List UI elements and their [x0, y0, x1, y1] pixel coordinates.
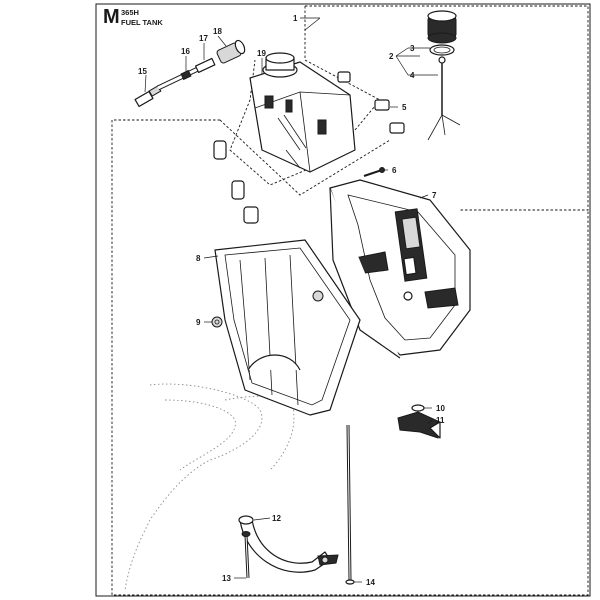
callout-1: 1	[293, 14, 298, 23]
callout-17: 17	[199, 34, 208, 43]
ghost-frame-outline	[124, 383, 263, 591]
callout-16: 16	[181, 47, 190, 56]
callout-18: 18	[213, 27, 222, 36]
model-number: 365H	[121, 8, 139, 17]
part-14-long-bolt	[345, 424, 355, 585]
part-19-fuel-tank	[249, 52, 356, 173]
callout-10: 10	[436, 404, 445, 413]
part-18-filter	[216, 39, 246, 64]
part-16-hose	[156, 65, 202, 91]
callout-12: 12	[272, 514, 281, 523]
part-17-tube	[194, 57, 216, 74]
part-4-strainer	[427, 56, 461, 141]
group-box-tank-outline	[305, 5, 589, 211]
callout-14: 14	[366, 578, 375, 587]
callout-2: 2	[389, 52, 394, 61]
part-2-fuel-cap	[427, 10, 457, 44]
part-3-seal-ring	[429, 44, 455, 56]
callout-4: 4	[410, 71, 415, 80]
group-box-lower	[111, 119, 589, 596]
callout-7: 7	[432, 191, 437, 200]
section-letter: M	[103, 6, 120, 28]
leader-lines	[144, 17, 438, 583]
part-13-bolt	[241, 531, 251, 579]
part-12-clamp	[238, 515, 339, 573]
group-box-lower-link	[219, 119, 391, 196]
callout-9: 9	[196, 318, 201, 327]
part-8-cover	[214, 239, 361, 416]
callout-15: 15	[138, 67, 147, 76]
part-6-screw	[363, 167, 385, 177]
part-10-washer	[411, 404, 425, 412]
part-11-wing-nut	[397, 411, 441, 439]
part-9-nut	[211, 316, 223, 328]
ghost-clutch	[224, 395, 295, 471]
part-7-rear-guard	[329, 179, 471, 359]
diagram-title: FUEL TANK	[121, 18, 163, 27]
callout-11: 11	[436, 416, 445, 425]
part-15-fitting	[134, 85, 162, 108]
tank-grommets	[213, 71, 405, 224]
frame-border	[95, 3, 591, 597]
callout-6: 6	[392, 166, 397, 175]
callout-5: 5	[402, 103, 407, 112]
ghost-frame-inner	[164, 399, 236, 471]
callout-13: 13	[222, 574, 231, 583]
callout-19: 19	[257, 49, 266, 58]
callout-8: 8	[196, 254, 201, 263]
group-box-tank	[229, 6, 381, 186]
callout-3: 3	[410, 44, 415, 53]
